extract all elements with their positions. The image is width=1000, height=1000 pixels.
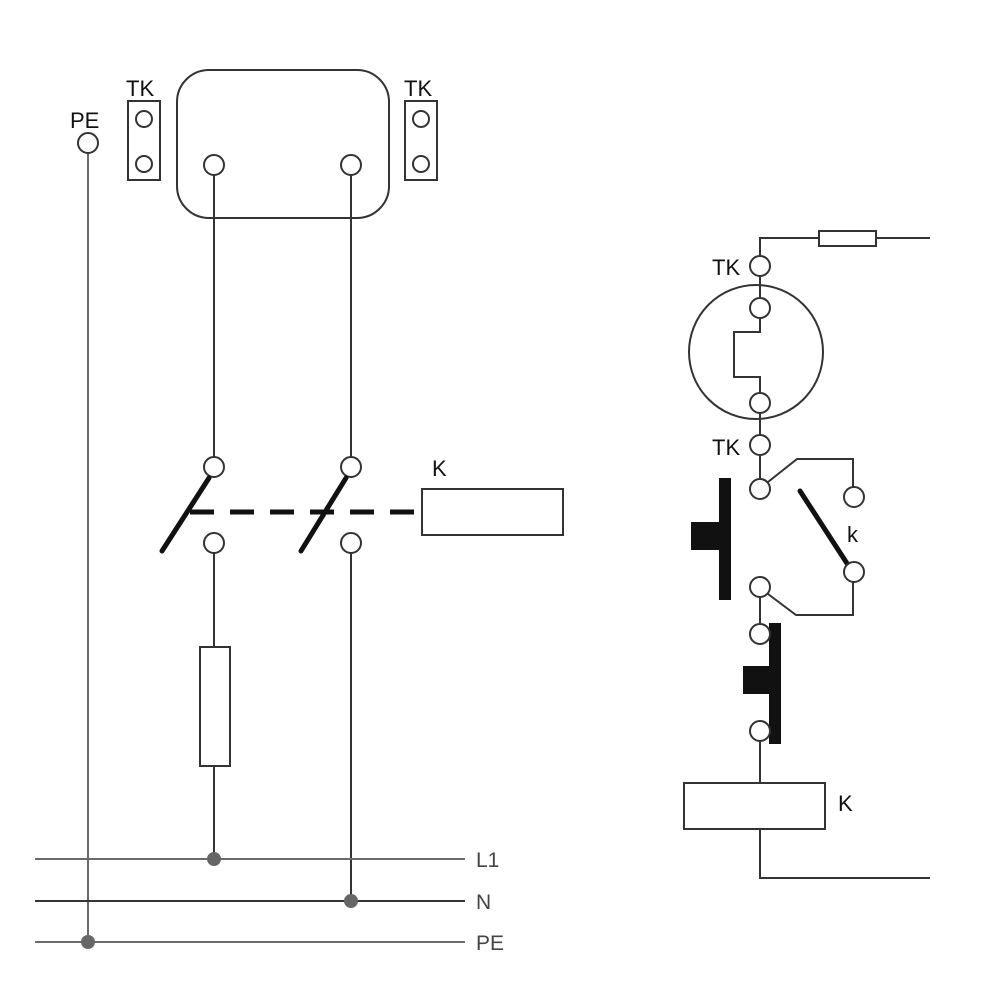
coil-label: K	[838, 791, 853, 816]
control-fuse	[818, 230, 877, 247]
contact-1-blade	[159, 475, 212, 554]
aux-contact-blade	[797, 488, 853, 571]
start-button-bar	[719, 478, 731, 600]
fuse	[199, 646, 231, 767]
tk-top-label: TK	[712, 255, 740, 280]
tk-bottom-terminal	[749, 434, 771, 456]
tk-right-terminal-bottom	[412, 155, 430, 173]
load-terminal-n	[340, 154, 362, 176]
aux-contact-label: k	[847, 522, 859, 547]
load-terminal-l1	[203, 154, 225, 176]
tk-right-terminal-top	[412, 110, 430, 128]
aux-contact-wire-bottom	[767, 582, 854, 616]
tk-left-terminal-bottom	[135, 155, 153, 173]
bus-l1-label: L1	[476, 849, 499, 872]
contact-1-bottom-terminal	[203, 532, 225, 554]
return-wire	[759, 829, 930, 879]
tk-left-terminal-top	[135, 110, 153, 128]
thermal-protector	[688, 284, 824, 420]
thermal-terminal-top	[749, 297, 771, 319]
contact-1-top-terminal	[203, 456, 225, 478]
tk-left-label: TK	[126, 76, 154, 101]
tk-left-block	[127, 100, 161, 181]
contactor-label: K	[432, 456, 447, 481]
thermal-terminal-bottom	[749, 392, 771, 414]
tk-right-block	[404, 100, 438, 181]
start-button-terminal-bottom	[749, 576, 771, 598]
contact-2-top-terminal	[340, 456, 362, 478]
start-button-terminal-top	[749, 478, 771, 500]
pe-terminal	[77, 132, 99, 154]
aux-contact-terminal-top	[843, 486, 865, 508]
coil-k	[683, 782, 826, 830]
tk-right-label: TK	[404, 76, 432, 101]
pe-terminal-label: PE	[70, 108, 99, 133]
start-button-head	[691, 522, 724, 550]
bus-pe-label: PE	[476, 932, 504, 955]
load-housing	[176, 69, 390, 219]
junction-n	[344, 894, 358, 908]
junction-pe	[81, 935, 95, 949]
aux-contact-terminal-bottom	[843, 561, 865, 583]
stop-button-terminal-bottom	[749, 720, 771, 742]
contactor-coil	[421, 488, 564, 536]
stop-button-terminal-top	[749, 623, 771, 645]
stop-button-bar	[769, 623, 781, 744]
thermal-element	[733, 318, 761, 393]
tk-bottom-label: TK	[712, 435, 740, 460]
aux-contact-wire-top	[767, 458, 854, 487]
bus-n-label: N	[476, 891, 491, 914]
contact-2-bottom-terminal	[340, 532, 362, 554]
supply-wire-left	[759, 237, 819, 256]
stop-button-head	[743, 666, 773, 694]
tk-top-terminal	[749, 255, 771, 277]
junction-l1	[207, 852, 221, 866]
